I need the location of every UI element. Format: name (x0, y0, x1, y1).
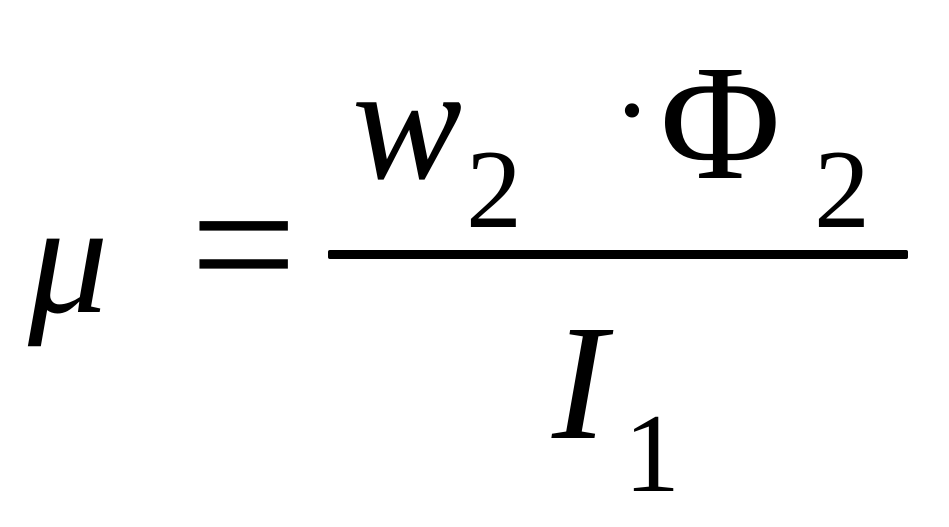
denominator-i-subscript: 1 (624, 392, 680, 516)
mu-symbol: μ (28, 169, 109, 347)
numerator-w-subscript: 2 (466, 128, 522, 252)
numerator-phi-symbol: Φ (660, 31, 781, 214)
denominator-i-symbol: I (552, 291, 607, 474)
multiplication-dot: · (612, 43, 652, 176)
numerator-w-symbol: w (352, 31, 463, 214)
fraction-bar (328, 250, 908, 259)
numerator-phi-subscript: 2 (814, 128, 870, 252)
equals-sign: = (190, 140, 298, 350)
